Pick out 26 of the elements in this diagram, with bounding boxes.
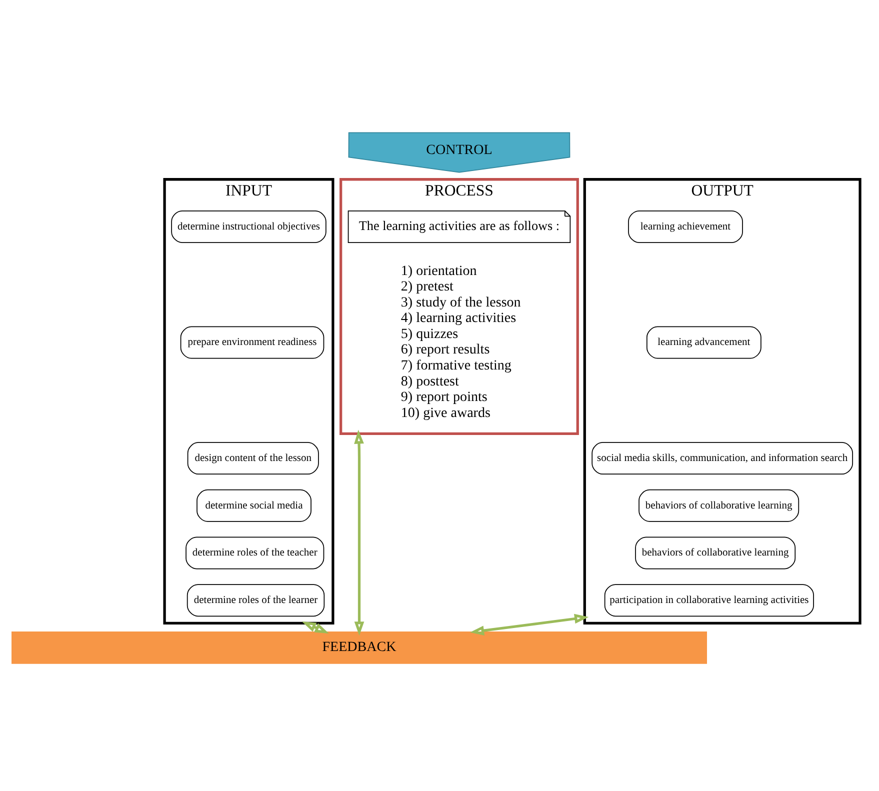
node-box: determine roles of the learner [186, 584, 325, 616]
arrow [354, 429, 364, 636]
label: 5) quizzes [400, 325, 458, 342]
arrow [302, 621, 329, 633]
label: 8) posttest [400, 372, 459, 389]
arrow [470, 613, 589, 635]
node-box: behaviors of collaborative learning [635, 536, 796, 569]
label: 7) formative testing [400, 357, 512, 374]
node-box: social media skills, communication, and information search [592, 442, 854, 474]
node-box: learning achievement [628, 210, 743, 242]
node-box: FEEDBACK [12, 630, 707, 664]
node-box: design content of the lesson [187, 442, 319, 474]
node-box: behaviors of collaborative learning [638, 488, 800, 522]
node-box: prepare environment readiness [180, 326, 324, 358]
label: 3) study of the lesson [400, 294, 521, 310]
label: 6) report results [400, 341, 490, 358]
node-box: determine instructional objectives [171, 210, 326, 242]
label: 1) orientation [400, 262, 477, 278]
label: 10) give awards [400, 404, 490, 420]
label: 2) pretest [400, 278, 454, 294]
label: 9) report points [400, 388, 488, 405]
node-box: participation in collaborative learning activities [604, 584, 814, 616]
node-box: determine social media [196, 488, 312, 522]
node-box: learning advancement [646, 326, 762, 358]
label: 4) learning activities [400, 310, 516, 326]
node-box: determine roles of the teacher [186, 536, 324, 569]
